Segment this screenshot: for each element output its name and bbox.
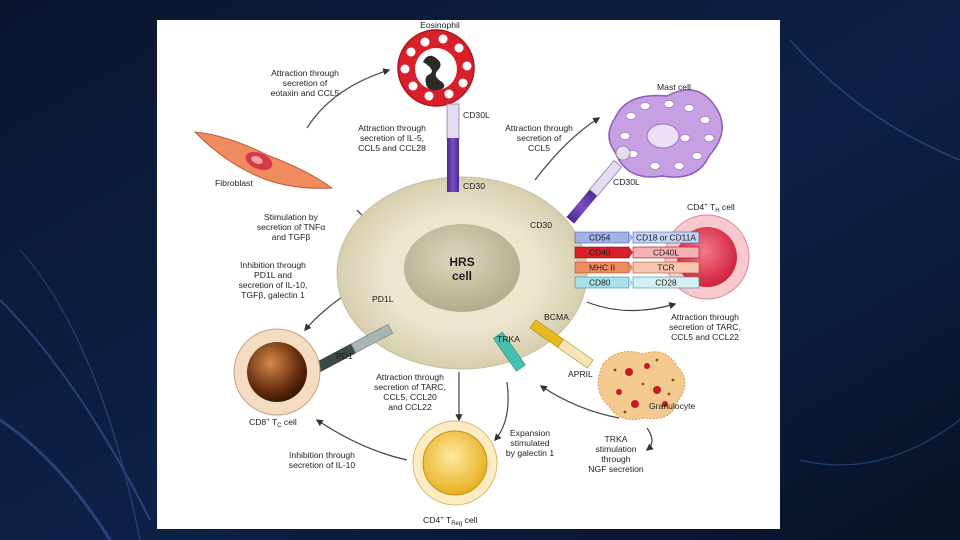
annotation-line: secretion of TARC,: [374, 382, 446, 392]
annotation-line: secretion of: [283, 78, 328, 88]
annotation-line: Attraction through: [671, 312, 739, 322]
fibroblast: Fibroblast: [193, 131, 334, 189]
receptor-pair: MHC II TCR: [574, 261, 700, 274]
cd30-right-label: CD30: [530, 220, 552, 230]
hrs-interaction-diagram: HRS cell Eosinophil CD30L CD30 Mast cell: [193, 20, 750, 527]
hrs-cell: HRS cell: [336, 176, 588, 370]
annotation-line: Inhibition through: [289, 450, 355, 460]
cd8-cell-label: CD8+ TC cell: [249, 417, 297, 429]
annotation-line: secretion of IL-10,: [239, 280, 308, 290]
trka-label: TRKA: [497, 334, 520, 344]
receptor-left-label: CD54: [589, 233, 611, 243]
hrs-nucleus: [404, 224, 520, 312]
light-streaks: [0, 39, 960, 540]
annotation-line: PD1L and: [254, 270, 292, 280]
pd1l-pd1-receptor: PD1L PD1: [315, 294, 394, 373]
receptor-pair: CD54 CD18 or CD11A: [574, 231, 700, 244]
receptor-right-label: TCR: [657, 263, 674, 273]
eosinophil-label: Eosinophil: [420, 20, 460, 30]
annotation-line: secretion of IL-10: [289, 460, 356, 470]
mast-cell: Mast cell: [608, 82, 723, 178]
annotation-line: CCL5: [528, 143, 550, 153]
annotation-line: by galectin 1: [506, 448, 554, 458]
receptor-pair: CD80 CD28: [574, 276, 700, 289]
receptor-right-label: CD18 or CD11A: [636, 233, 696, 243]
receptor-pair: CD40 CD40L: [574, 246, 700, 259]
receptor-left-label: MHC II: [589, 263, 615, 273]
annotation-line: CCL5 and CCL28: [358, 143, 426, 153]
fibroblast-label: Fibroblast: [215, 178, 253, 188]
receptor-right-label: CD40L: [653, 248, 679, 258]
pd1l-label: PD1L: [372, 294, 394, 304]
receptor-right-label: CD28: [655, 278, 677, 288]
april-label: APRIL: [568, 369, 593, 379]
hrs-title: HRS: [449, 255, 474, 269]
annotation-line: NGF secretion: [588, 464, 644, 474]
treg-cell: CD4+ TReg cell: [412, 420, 498, 527]
annotation-line: secretion of TARC,: [669, 322, 741, 332]
annotation-line: Attraction through: [271, 68, 339, 78]
annotation-line: secretion of IL-5,: [360, 133, 424, 143]
annotation-line: and TGFβ: [272, 232, 311, 242]
cd30l-right-label: CD30L: [613, 177, 640, 187]
annotation-line: stimulated: [510, 438, 549, 448]
receptor-left-label: CD80: [589, 278, 611, 288]
mast-cell-label: Mast cell: [657, 82, 691, 92]
eosinophil: Eosinophil: [397, 20, 475, 107]
receptor-notch: [629, 277, 633, 288]
receptor-notch: [629, 232, 633, 243]
annotation-line: CCL5 and CCL22: [671, 332, 739, 342]
receptor-notch: [629, 247, 633, 258]
hrs-subtitle: cell: [452, 269, 472, 283]
granulocyte-label: Granulocyte: [649, 401, 696, 411]
annotation-line: Stimulation by: [264, 212, 319, 222]
pd1-label: PD1: [336, 351, 353, 361]
cd8-tc-cell: CD8+ TC cell: [233, 328, 321, 429]
th-cell-label: CD4+ TH cell: [687, 202, 735, 214]
cd30-top-receptor: CD30L CD30: [446, 103, 490, 192]
annotation-line: Attraction through: [505, 123, 573, 133]
treg-cell-label: CD4+ TReg cell: [423, 515, 478, 527]
annotation-line: Attraction through: [376, 372, 444, 382]
cd30l-top-label: CD30L: [463, 110, 490, 120]
annotation-line: and CCL22: [388, 402, 432, 412]
annotation-line: TGFβ, galectin 1: [241, 290, 305, 300]
granulocyte: Granulocyte: [597, 351, 696, 420]
annotation-line: Attraction through: [358, 123, 426, 133]
annotation-line: CCL5, CCL20: [383, 392, 437, 402]
annotation-line: Inhibition through: [240, 260, 306, 270]
cd30-top-label: CD30: [463, 181, 485, 191]
bcma-april-receptor: BCMA APRIL: [529, 312, 594, 379]
annotation-line: eotaxin and CCL5: [271, 88, 340, 98]
annotation-line: TRKA: [605, 434, 628, 444]
annotation-line: secretion of: [517, 133, 562, 143]
diagram-panel: HRS cell Eosinophil CD30L CD30 Mast cell: [157, 20, 780, 529]
annotation-line: Expansion: [510, 428, 550, 438]
bcma-label: BCMA: [544, 312, 569, 322]
trka-receptor: TRKA: [493, 331, 526, 372]
receptor-notch: [629, 262, 633, 273]
annotation-line: through: [601, 454, 630, 464]
annotation-line: stimulation: [595, 444, 636, 454]
annotation-line: secretion of TNFα: [257, 222, 325, 232]
receptor-left-label: CD40: [589, 248, 611, 258]
cd30-right-receptor: CD30L CD30: [530, 145, 640, 230]
